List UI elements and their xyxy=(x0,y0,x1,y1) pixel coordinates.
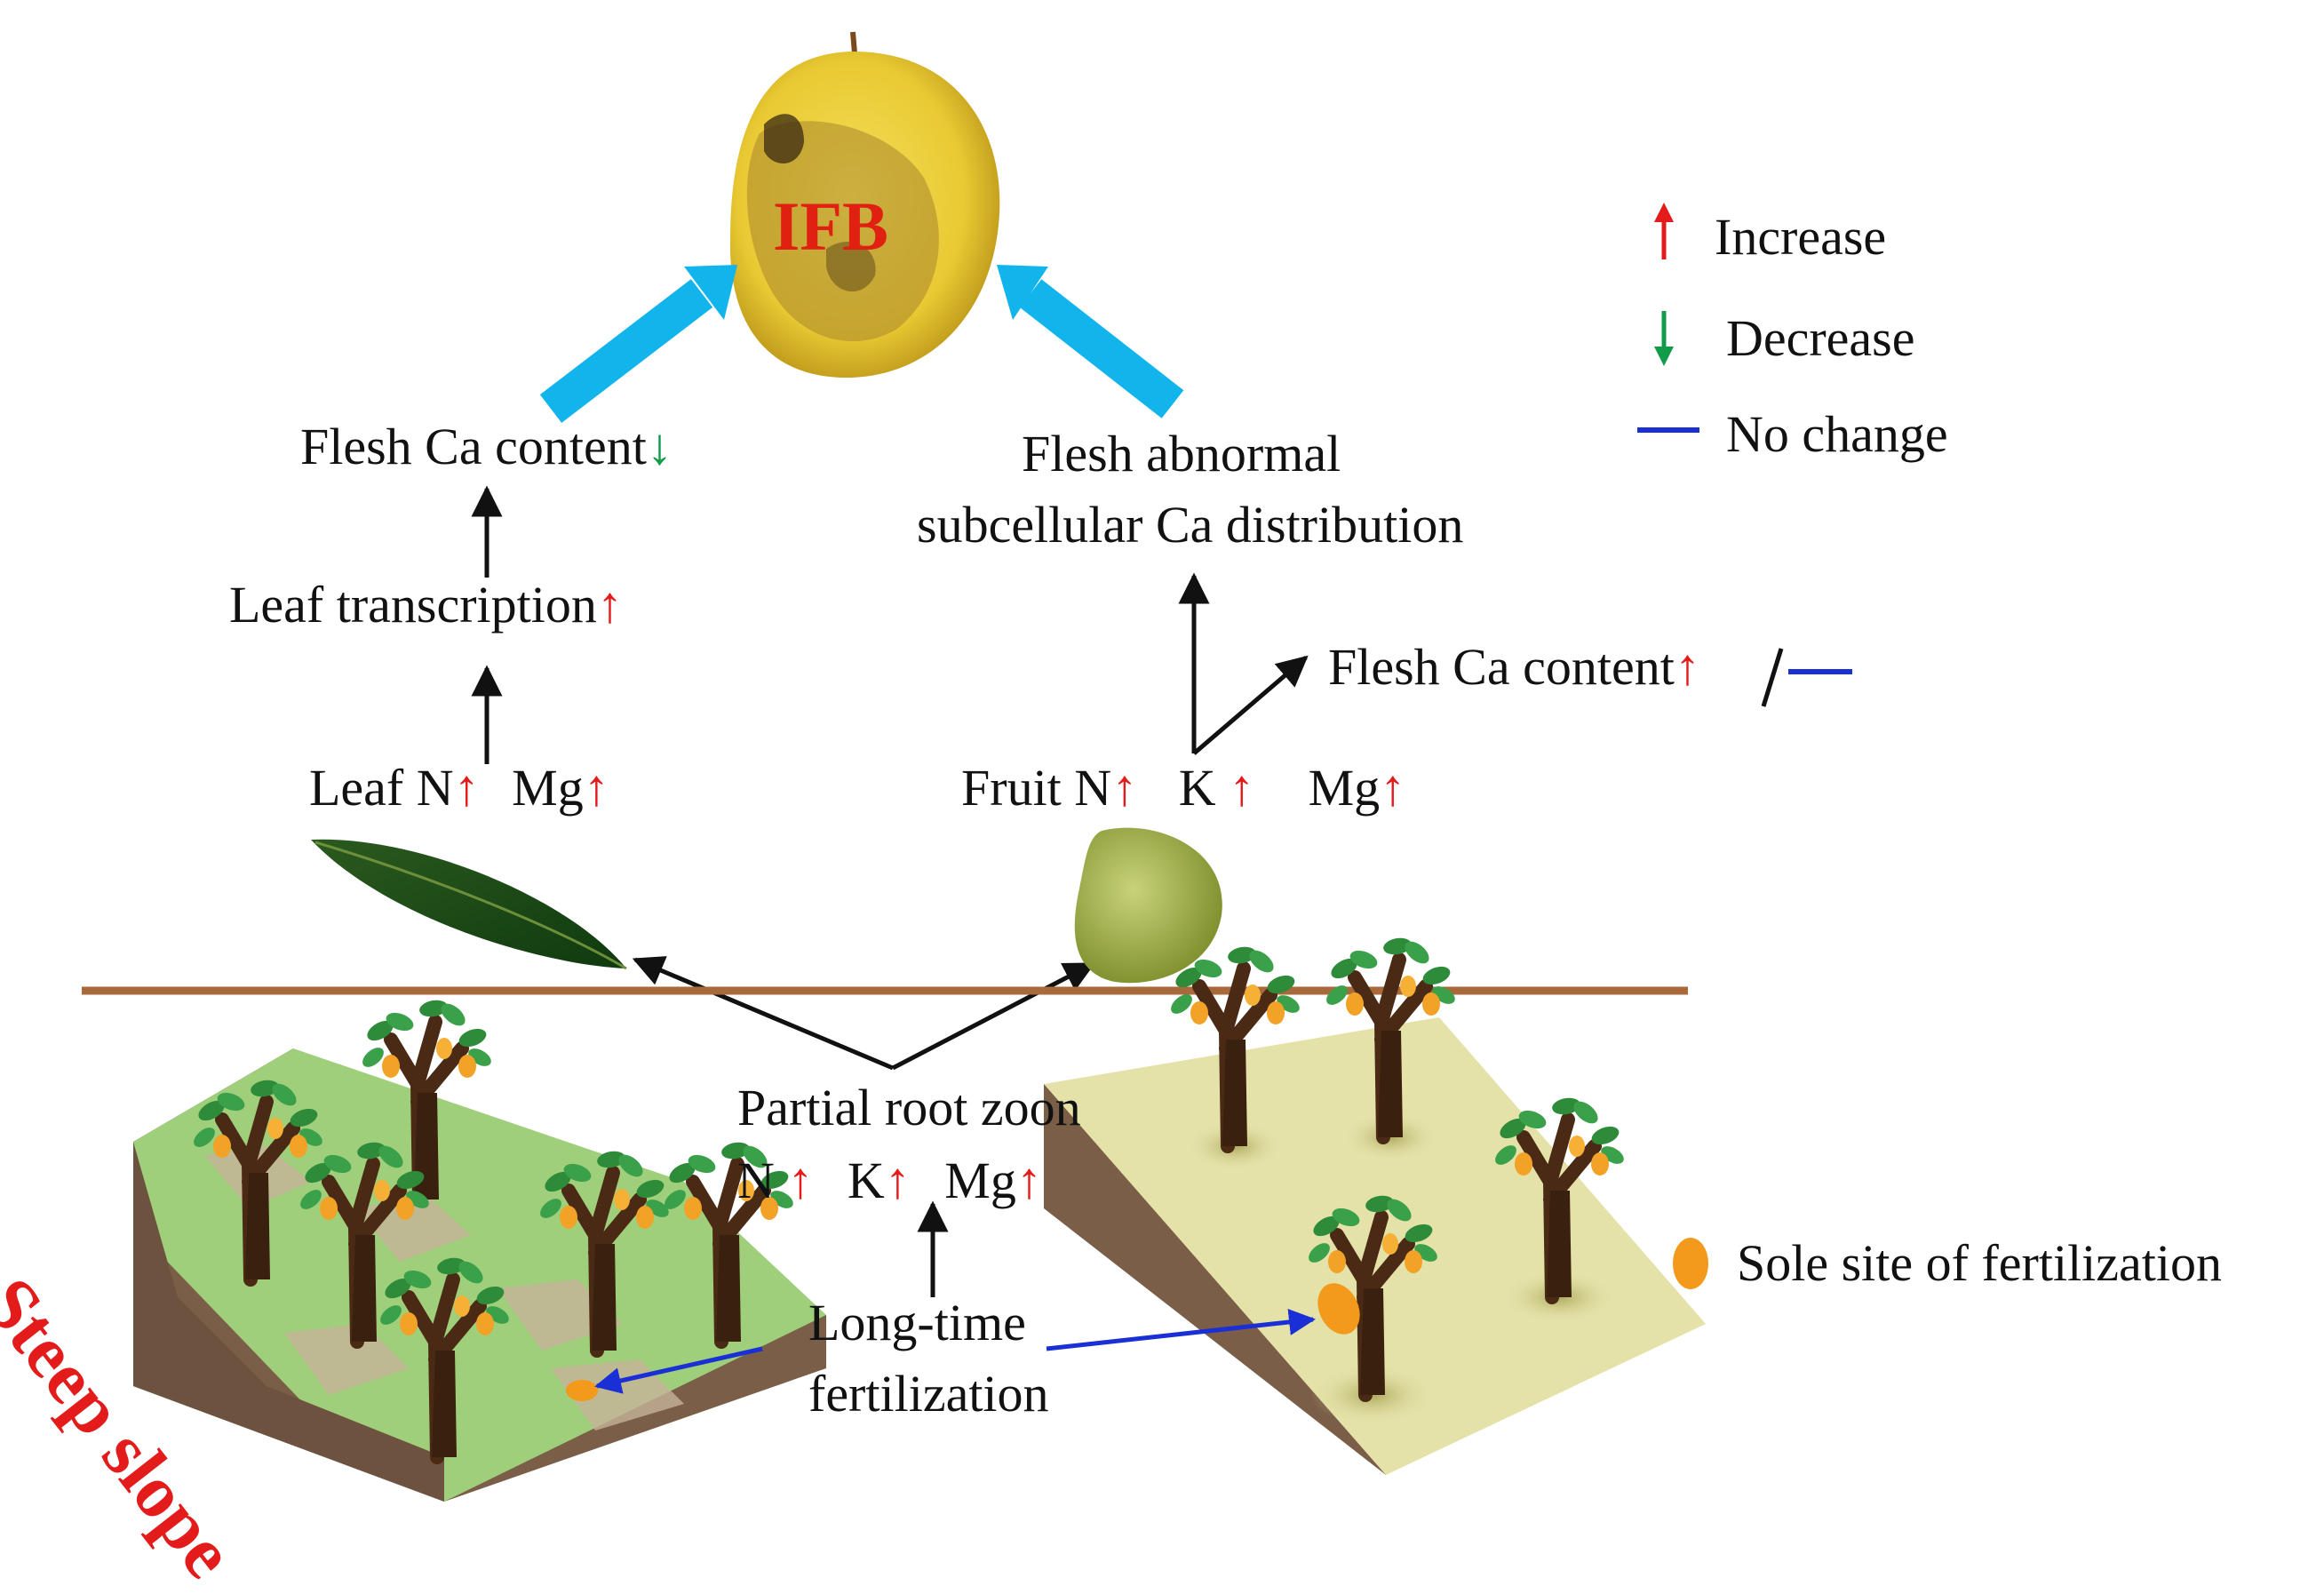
increase-arrow: ↑ xyxy=(1111,759,1138,817)
increase-arrow: ↑ xyxy=(1380,759,1406,817)
leaf-transcription: Leaf transcription↑ xyxy=(229,579,623,631)
legend-fertilizer-symbol xyxy=(1673,1238,1708,1289)
increase-arrow: ↑ xyxy=(884,1152,911,1209)
legend-increase-label: Increase xyxy=(1715,208,1887,266)
legend-decrease-symbol xyxy=(1654,311,1674,366)
slash-mark xyxy=(1761,648,1784,707)
big-arrow-left xyxy=(539,265,737,423)
legend-no-change-label: No change xyxy=(1726,405,1948,463)
gentle-slope-block xyxy=(1044,936,1706,1475)
increase-arrow: ↑ xyxy=(453,759,480,817)
increase-arrow: ↑ xyxy=(596,576,623,634)
increase-arrow: ↑ xyxy=(1015,1152,1042,1209)
steep-slope-block xyxy=(133,998,826,1502)
leaf-nutrients: Leaf N↑ Mg↑ xyxy=(309,762,609,814)
leaf-transcription-text: Leaf transcription xyxy=(229,576,597,634)
fruit-nutrients: Fruit N↑ K ↑ Mg↑ xyxy=(961,762,1405,814)
ifb-label: IFB xyxy=(773,187,889,265)
increase-arrow: ↑ xyxy=(787,1152,814,1209)
flesh-ca-content-right: Flesh Ca content↑ xyxy=(1328,642,1700,693)
fertilization-arrow-right xyxy=(1046,1309,1316,1351)
flesh-abnormal-line1: Flesh abnormal xyxy=(1022,425,1341,482)
increase-arrow: ↑ xyxy=(1229,759,1255,817)
mango-leaf xyxy=(311,839,627,970)
leaf-mg-text: Mg xyxy=(512,759,584,817)
flesh-abnormal-line2: subcellular Ca distribution xyxy=(917,496,1464,554)
root-zone-nutrients: N ↑ K↑ Mg↑ xyxy=(737,1155,1042,1207)
arrow-root-to-fruit xyxy=(891,961,1096,1071)
big-arrow-right xyxy=(997,265,1184,418)
fertilization-arrow-left xyxy=(594,1346,763,1394)
diagram-canvas: IFB Increase Decrease No change Sole sit… xyxy=(0,31,2223,1593)
flesh-ca-left-text: Flesh Ca content xyxy=(300,418,647,475)
fruit-mg-text: Mg xyxy=(1308,759,1381,817)
legend-decrease-label: Decrease xyxy=(1726,309,1915,367)
root-mg-text: Mg xyxy=(944,1152,1016,1209)
long-time-line2: fertilization xyxy=(808,1365,1049,1423)
flesh-ca-content-left: Flesh Ca content↓ xyxy=(300,421,673,473)
legend-increase-symbol xyxy=(1654,203,1674,259)
arrow-root-to-leaf xyxy=(632,956,894,1071)
flesh-ca-right-text: Flesh Ca content xyxy=(1328,638,1675,696)
fruit-n-text: Fruit N xyxy=(961,759,1112,817)
increase-arrow: ↑ xyxy=(583,759,609,817)
green-mango xyxy=(1074,827,1222,984)
decrease-arrow: ↓ xyxy=(646,418,673,475)
long-time-line1: Long-time xyxy=(808,1294,1026,1351)
diagram-graphics xyxy=(82,31,1852,1502)
increase-arrow: ↑ xyxy=(1674,638,1700,696)
legend-fertilization-site-label: Sole site of fertilization xyxy=(1737,1234,2223,1292)
fruit-k-text: K xyxy=(1178,759,1216,817)
root-k-text: K xyxy=(847,1152,885,1209)
leaf-n-text: Leaf N xyxy=(309,759,454,817)
root-n-text: N xyxy=(737,1152,775,1209)
arrow-fruit-to-flesh-ca-right xyxy=(1192,655,1309,755)
partial-root-zoon-label: Partial root zoon xyxy=(737,1079,1081,1136)
ifb-mango-fruit xyxy=(729,31,1000,379)
